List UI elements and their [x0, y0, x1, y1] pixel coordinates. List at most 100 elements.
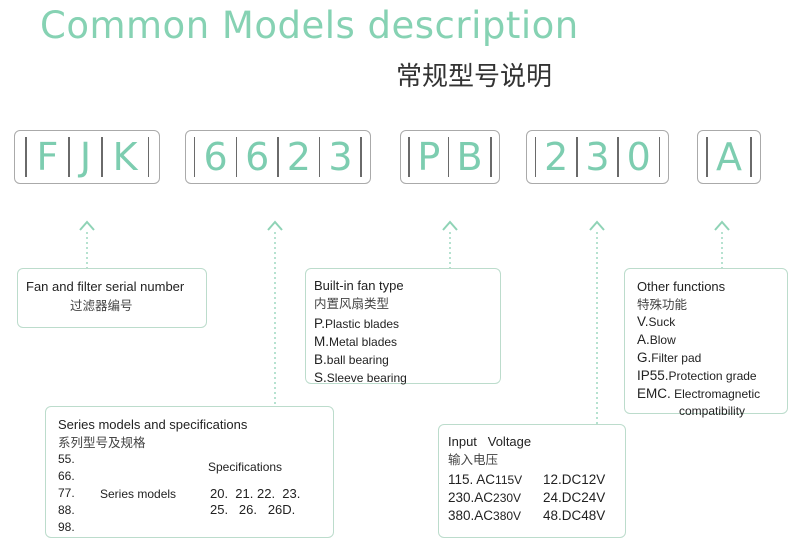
- fan-filter-heading: Fan and filter serial number: [26, 279, 185, 294]
- item-text: 12V: [581, 472, 606, 487]
- page-subtitle: 常规型号说明: [396, 62, 553, 92]
- item-code: 380.AC: [448, 508, 494, 523]
- code-char: B: [456, 135, 483, 179]
- code-separator: [360, 137, 362, 177]
- item-code: 24.DC: [543, 490, 582, 505]
- arrowhead-icon: [589, 220, 605, 231]
- item-code: 12.DC: [543, 472, 582, 487]
- fan-type-list: P.Plastic blades M.Metal blades B.ball b…: [314, 315, 407, 387]
- item-code: B.: [314, 352, 327, 367]
- item-text: 115V: [495, 473, 523, 487]
- item-code: 48.DC: [543, 508, 582, 523]
- code-char: K: [112, 135, 138, 179]
- item-code: V.: [637, 314, 649, 329]
- specifications-label: Specifications: [208, 460, 283, 474]
- voltage-heading: Input Voltage: [448, 434, 532, 449]
- list-item-continuation: compatibility: [679, 404, 746, 418]
- series-models-label: Series models: [100, 487, 177, 501]
- code-char: P: [417, 135, 441, 179]
- code-box-230: 2 3 0: [526, 130, 669, 184]
- code-separator: [617, 137, 619, 177]
- ac-list: 115. AC115V 230.AC230V 380.AC380V: [448, 471, 522, 525]
- code-char: 6: [203, 135, 228, 179]
- code-separator: [68, 137, 70, 177]
- list-item: EMC. Electromagnetic: [637, 385, 760, 403]
- list-item: P.Plastic blades: [314, 315, 407, 333]
- item-text: Protection grade: [668, 369, 757, 383]
- code-char: J: [79, 135, 92, 179]
- voltage-box: Input Voltage 输入电压 115. AC115V 230.AC230…: [438, 424, 626, 538]
- code-separator: [447, 137, 450, 177]
- arrowhead-icon: [442, 220, 458, 231]
- spec-row: 20. 21. 22. 23.: [210, 486, 301, 501]
- code-separator: [750, 137, 752, 177]
- code-separator: [193, 137, 196, 177]
- other-functions-box: Other functions 特殊功能 V.Suck A.Blow G.Fil…: [624, 268, 788, 418]
- series-number: 77.: [58, 486, 75, 500]
- list-item: S.Sleeve bearing: [314, 369, 407, 387]
- item-text: Metal blades: [329, 335, 398, 349]
- series-number: 55.: [58, 452, 75, 466]
- series-number: 66.: [58, 469, 75, 483]
- code-box-6623: 6 6 2 3: [185, 130, 371, 184]
- series-box: Series models and specifications 系列型号及规格…: [45, 406, 334, 538]
- series-heading: Series models and specifications: [58, 417, 248, 432]
- item-text: ball bearing: [326, 353, 389, 367]
- code-separator: [25, 137, 27, 177]
- code-char: 3: [585, 135, 610, 179]
- code-char: 6: [245, 135, 270, 179]
- item-text: 24V: [581, 490, 606, 505]
- list-item: G.Filter pad: [637, 349, 760, 367]
- series-heading-cn: 系列型号及规格: [58, 435, 146, 450]
- ac-item: 380.AC380V: [448, 507, 522, 525]
- dc-item: 24.DC24V: [543, 489, 605, 507]
- series-number-list: 55. 66. 77. 88. 98.: [58, 451, 75, 536]
- code-separator: [408, 137, 410, 177]
- fan-type-heading-cn: 内置风扇类型: [314, 296, 390, 311]
- code-separator: [658, 137, 661, 177]
- item-code: P.: [314, 316, 326, 331]
- code-separator: [101, 137, 103, 177]
- code-separator: [706, 137, 708, 177]
- code-char: 2: [286, 135, 311, 179]
- code-separator: [277, 137, 279, 177]
- item-code: M.: [314, 334, 329, 349]
- item-code: IP55.: [637, 368, 669, 383]
- list-item: A.Blow: [637, 331, 760, 349]
- other-heading: Other functions: [637, 279, 726, 294]
- fan-type-box: Built-in fan type 内置风扇类型 P.Plastic blade…: [305, 268, 501, 387]
- ac-item: 230.AC230V: [448, 489, 522, 507]
- list-item: IP55.Protection grade: [637, 367, 760, 385]
- code-separator: [235, 137, 238, 177]
- item-text: 230V: [493, 491, 522, 505]
- code-box-fjk: F J K: [14, 130, 160, 184]
- fan-filter-heading-cn: 过滤器编号: [70, 298, 133, 313]
- item-code: EMC.: [637, 386, 671, 401]
- spec-row: 25. 26. 26D.: [210, 502, 296, 517]
- item-code: A.: [637, 332, 650, 347]
- series-number: 98.: [58, 520, 75, 534]
- code-box-a: A: [697, 130, 761, 184]
- other-list: V.Suck A.Blow G.Filter pad IP55.Protecti…: [637, 313, 760, 420]
- code-separator: [490, 137, 492, 177]
- code-separator: [318, 137, 321, 177]
- code-char: A: [716, 135, 742, 179]
- dc-item: 48.DC48V: [543, 507, 605, 525]
- item-code: S.: [314, 370, 327, 385]
- code-char: 3: [328, 135, 353, 179]
- item-text: 48V: [581, 508, 606, 523]
- arrowhead-icon: [267, 220, 283, 231]
- voltage-heading-cn: 输入电压: [448, 452, 499, 467]
- ac-item: 115. AC115V: [448, 471, 522, 489]
- list-item: M.Metal blades: [314, 333, 407, 351]
- item-code: 115. AC: [448, 472, 496, 487]
- item-text: Suck: [648, 315, 676, 329]
- item-text: Electromagnetic: [674, 387, 761, 401]
- arrowhead-icon: [714, 220, 730, 231]
- dc-list: 12.DC12V 24.DC24V 48.DC48V: [543, 471, 605, 525]
- fan-filter-box: Fan and filter serial number 过滤器编号: [17, 268, 207, 328]
- code-char: 0: [626, 135, 651, 179]
- list-item: V.Suck: [637, 313, 760, 331]
- item-code: G.: [637, 350, 652, 365]
